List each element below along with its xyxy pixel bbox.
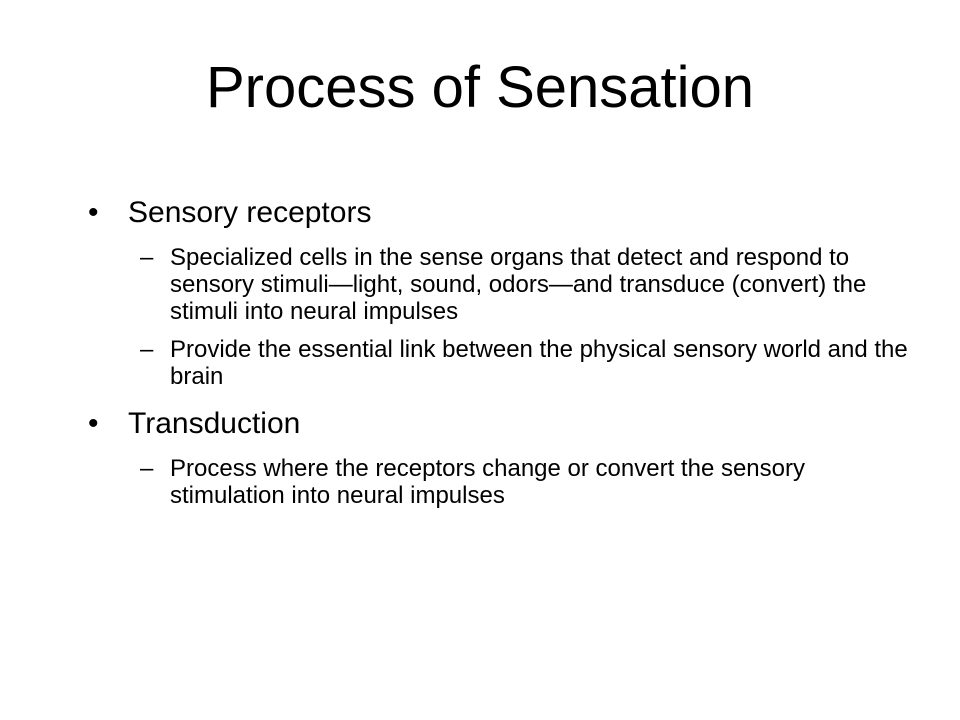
dash-marker: –: [140, 336, 154, 363]
bullet-marker: •: [88, 196, 99, 229]
bullet-marker: •: [88, 407, 99, 440]
sub-list-sensory-receptors: – Specialized cells in the sense organs …: [88, 244, 908, 390]
bullet-text: Transduction: [128, 407, 301, 440]
slide-title: Process of Sensation: [205, 55, 755, 120]
sub-bullet-process: – Process where the receptors change or …: [88, 455, 908, 509]
sub-bullet-essential-link: – Provide the essential link between the…: [88, 336, 908, 390]
slide-content: • Sensory receptors – Specialized cells …: [88, 190, 908, 520]
bullet-sensory-receptors: • Sensory receptors: [88, 190, 908, 236]
bullet-text: Sensory receptors: [128, 196, 372, 229]
dash-marker: –: [140, 244, 154, 271]
dash-marker: –: [140, 455, 154, 482]
sub-bullet-text: Provide the essential link between the p…: [170, 336, 908, 390]
sub-bullet-specialized-cells: – Specialized cells in the sense organs …: [88, 244, 908, 325]
bullet-transduction: • Transduction: [88, 401, 908, 447]
sub-bullet-text: Process where the receptors change or co…: [170, 455, 805, 509]
sub-list-transduction: – Process where the receptors change or …: [88, 455, 908, 509]
sub-bullet-text: Specialized cells in the sense organs th…: [170, 244, 867, 325]
